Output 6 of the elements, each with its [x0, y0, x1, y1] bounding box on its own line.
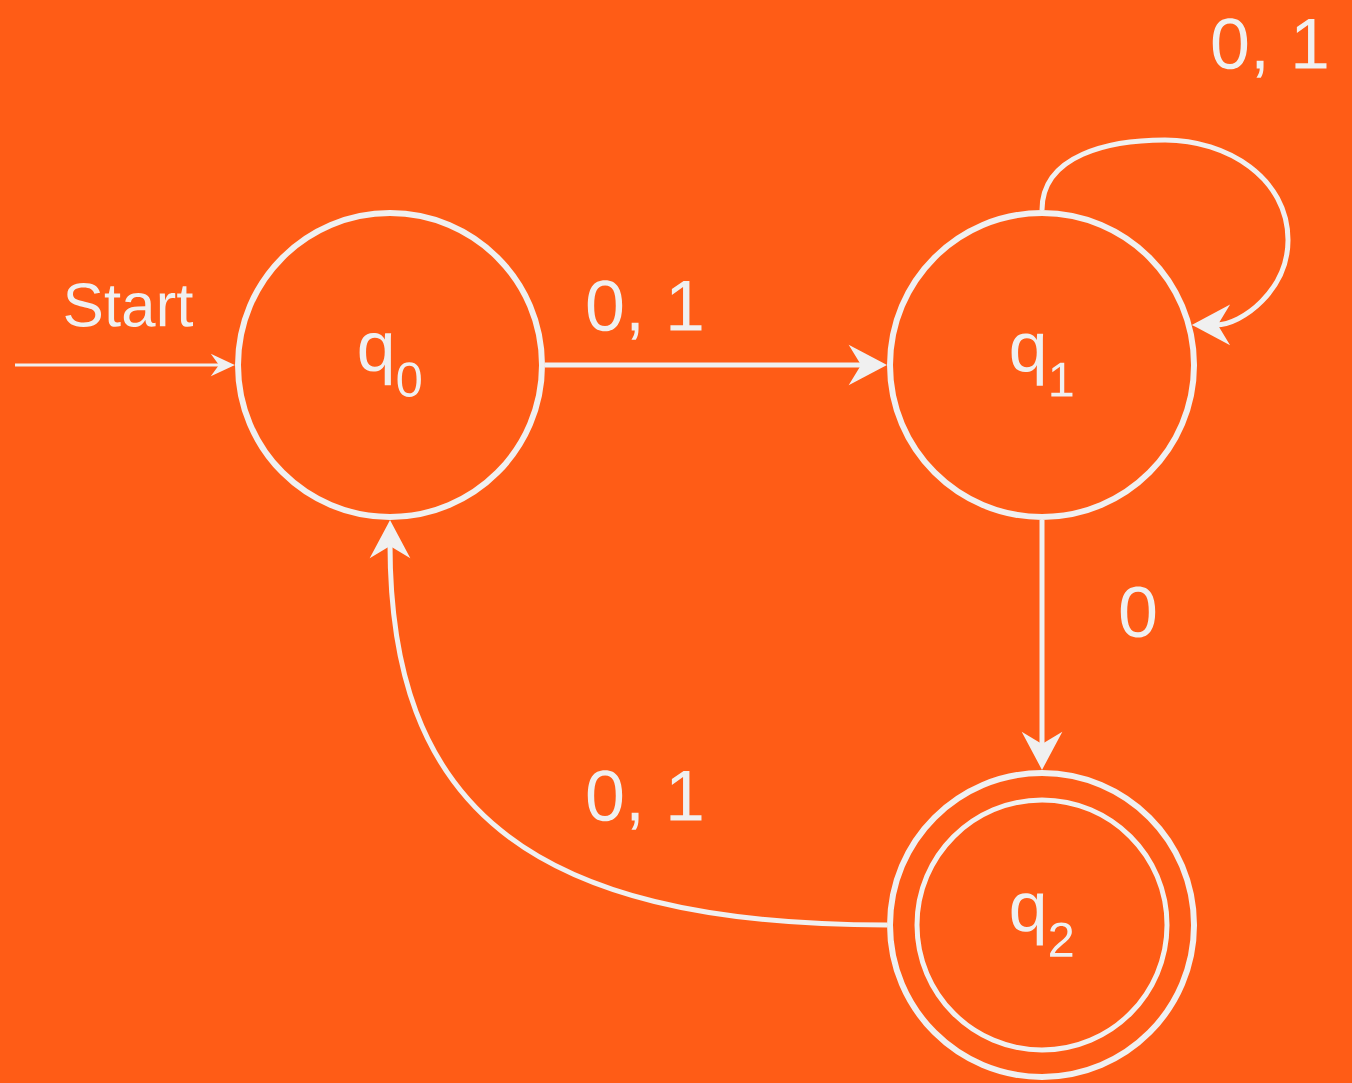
arrow — [1039, 137, 1291, 346]
edge-label: 0, 1 — [587, 280, 702, 340]
edge-label: 0, 1 — [587, 770, 702, 830]
edge-label: 0 — [1120, 586, 1156, 638]
edge-label: Start — [65, 283, 193, 327]
edge-label: 0, 1 — [1212, 18, 1327, 78]
